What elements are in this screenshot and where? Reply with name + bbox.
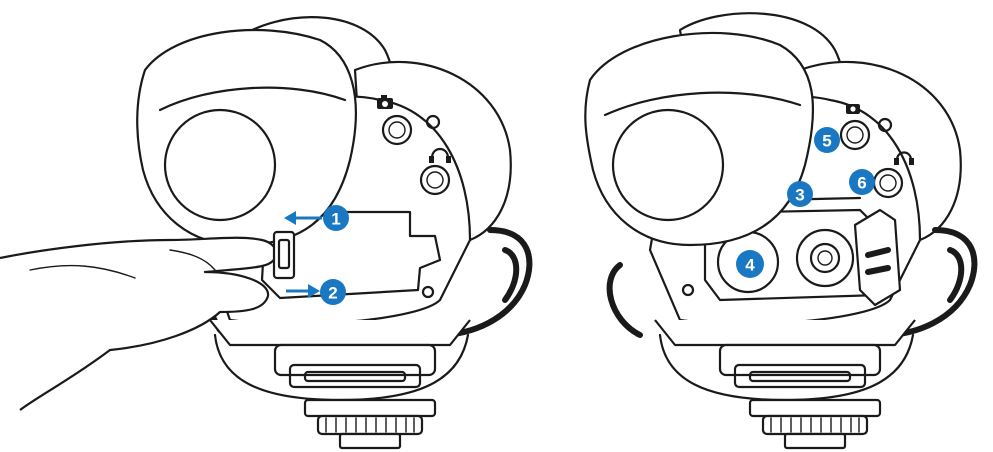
right-panel-device <box>584 12 978 450</box>
camera-port <box>839 119 871 151</box>
svg-text:5: 5 <box>822 132 831 151</box>
camera-icon <box>846 104 860 114</box>
callout-6: 6 <box>849 169 875 195</box>
hand <box>0 236 278 411</box>
callout-4: 4 <box>736 250 764 278</box>
callout-3: 3 <box>787 181 813 207</box>
headphone-icon <box>894 151 914 165</box>
svg-text:1: 1 <box>331 210 340 229</box>
battery-cell <box>795 228 855 288</box>
svg-text:6: 6 <box>857 174 866 193</box>
left-panel-device <box>0 16 533 450</box>
camera-port <box>381 114 413 146</box>
svg-text:4: 4 <box>745 256 755 275</box>
headphone-icon <box>429 147 451 163</box>
callout-5: 5 <box>814 127 840 153</box>
headphone-port <box>419 164 451 196</box>
open-battery-cover <box>853 208 902 307</box>
callout-2: 2 <box>286 279 346 305</box>
svg-text:2: 2 <box>328 284 337 303</box>
mic-capsule-face <box>163 108 277 222</box>
mic-capsule-face <box>611 108 725 222</box>
svg-text:3: 3 <box>795 186 804 205</box>
foam-windscreen <box>584 31 815 247</box>
callout-1: 1 <box>284 205 349 231</box>
camera-icon <box>377 95 393 109</box>
